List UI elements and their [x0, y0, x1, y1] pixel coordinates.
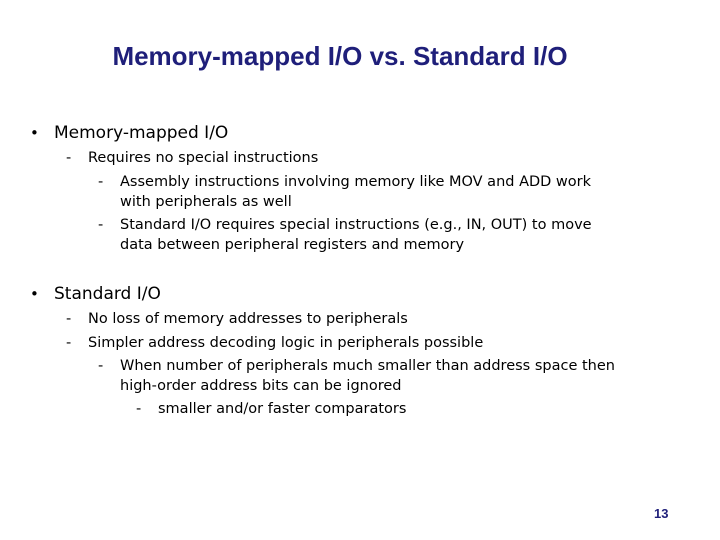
sub-item: - No loss of memory addresses to periphe… [66, 309, 408, 329]
page-number: 13 [654, 506, 669, 521]
bullet-heading: Memory-mapped I/O [54, 123, 229, 143]
sub-item: - Simpler address decoding logic in peri… [66, 333, 483, 353]
sub-item-text: When number of peripherals much smaller … [120, 358, 615, 394]
dash-icon: - [98, 174, 104, 190]
sub-item-text: Standard I/O requires special instructio… [120, 217, 592, 253]
dash-icon: - [66, 311, 72, 327]
bullet-standard-io: • Standard I/O [30, 283, 161, 305]
bullet-memory-mapped-io: • Memory-mapped I/O [30, 122, 228, 144]
sub-item-text: Requires no special instructions [88, 150, 319, 166]
sub-item-text: No loss of memory addresses to periphera… [88, 311, 408, 327]
sub-item-text: smaller and/or faster comparators [158, 401, 407, 417]
sub-item-text: Assembly instructions involving memory l… [120, 174, 592, 210]
dash-icon: - [136, 401, 142, 417]
dash-icon: - [66, 150, 72, 166]
bullet-icon: • [30, 124, 39, 142]
sub-sub-item: - Assembly instructions involving memory… [98, 172, 591, 212]
dash-icon: - [98, 217, 104, 233]
sub-item-text: Simpler address decoding logic in periph… [88, 335, 484, 351]
dash-icon: - [98, 358, 104, 374]
sub-sub-item: - Standard I/O requires special instruct… [98, 215, 592, 255]
slide-title: Memory-mapped I/O vs. Standard I/O [112, 41, 568, 71]
sub-sub-item: - When number of peripherals much smalle… [98, 356, 615, 396]
bullet-icon: • [30, 285, 39, 303]
dash-icon: - [66, 335, 72, 351]
bullet-heading: Standard I/O [54, 284, 161, 304]
sub-sub-sub-item: - smaller and/or faster comparators [136, 399, 406, 419]
sub-item: - Requires no special instructions [66, 148, 318, 168]
